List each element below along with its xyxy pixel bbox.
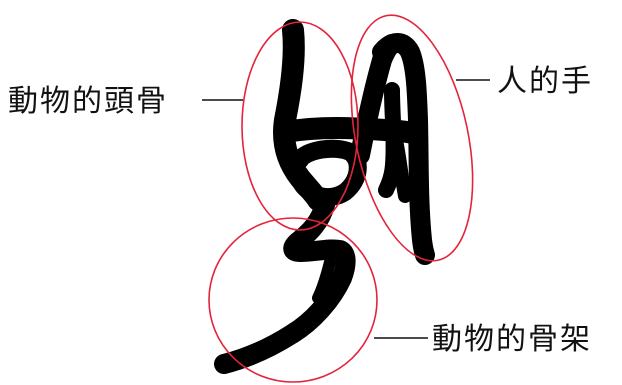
label-animal-skeleton: 動物的骨架 <box>432 322 592 357</box>
glyph-hand-finger <box>378 82 402 198</box>
label-human-hand: 人的手 <box>497 64 593 99</box>
glyph-skull-crossbar <box>274 117 423 144</box>
glyph-hand-arch <box>372 33 435 265</box>
hand-circle <box>350 14 474 262</box>
skeleton-circle <box>208 217 378 383</box>
oracle-glyph <box>214 19 435 374</box>
head-bone-circle <box>241 21 359 231</box>
glyph-skeleton-spine <box>214 195 356 374</box>
glyph-hand-lower-stroke <box>389 133 412 203</box>
label-animal-head-bone: 動物的頭骨 <box>8 84 168 119</box>
glyph-skull-left-stroke <box>273 19 329 211</box>
glyph-skeleton-rib <box>312 256 336 304</box>
